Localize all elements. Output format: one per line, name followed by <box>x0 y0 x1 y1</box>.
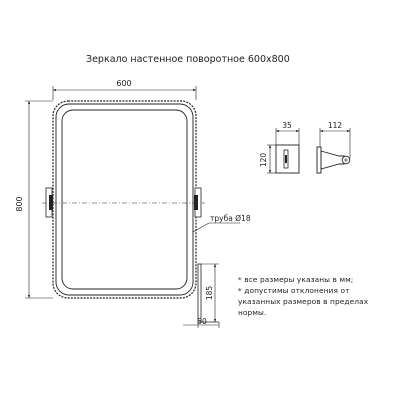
note-line: указанных размеров в пределах <box>238 297 369 306</box>
leg-width-label: 50 <box>197 317 207 326</box>
notes-block: * все размеры указаны в мм; * допустимы … <box>238 274 398 318</box>
note-line: * допустимы отклонения от <box>238 286 350 295</box>
right-pivot-bracket <box>194 187 202 218</box>
bracket-side-view: 112 <box>316 121 351 174</box>
pipe-label: труба Ø18 <box>210 214 251 223</box>
pipe-callout: труба Ø18 <box>192 214 251 233</box>
left-pivot-bracket <box>45 187 53 218</box>
width-label: 600 <box>116 79 131 88</box>
note-line: нормы. <box>238 308 267 317</box>
bracket-front-view: 35 120 <box>259 121 300 174</box>
bracket-depth-label: 112 <box>328 121 343 130</box>
leg-height-label: 185 <box>205 286 214 301</box>
width-dimension: 600 <box>52 79 197 100</box>
bracket-height-label: 120 <box>259 153 268 168</box>
drawing-title: Зеркало настенное поворотное 600х800 <box>86 54 290 65</box>
height-dimension: 800 <box>15 100 53 299</box>
mirror-frame <box>52 100 197 299</box>
stand-leg: 185 50 <box>183 263 220 328</box>
note-line: * все размеры указаны в мм; <box>238 275 354 284</box>
height-label: 800 <box>15 196 24 211</box>
bracket-width-label: 35 <box>282 121 292 130</box>
